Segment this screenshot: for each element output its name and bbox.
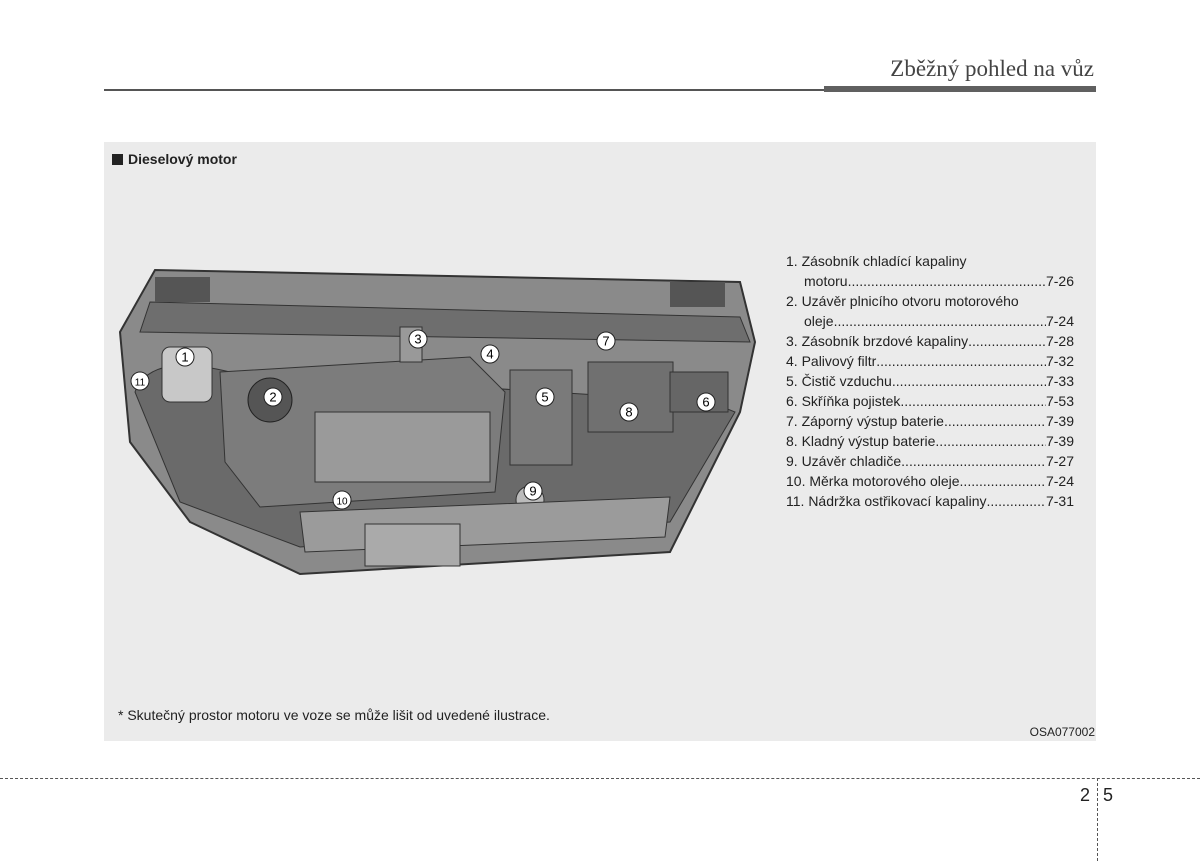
callout-marker xyxy=(332,490,352,510)
callout-number: 9 xyxy=(529,484,536,499)
leader-dots xyxy=(935,431,1046,451)
legend-item: 3. Zásobník brzdové kapaliny 7-28 xyxy=(786,331,1074,351)
page-ref: 7-31 xyxy=(1045,493,1074,509)
legend-item: oleje 7-24 xyxy=(786,311,1074,331)
legend-item: 2. Uzávěr plnicího otvoru motorového xyxy=(786,291,1074,311)
page-ref: 7-24 xyxy=(1045,473,1074,489)
page-ref: 7-39 xyxy=(1045,413,1074,429)
legend-label: 6. Skříňka pojistek xyxy=(786,393,901,409)
leader-dots xyxy=(968,331,1046,351)
header-rule-thick xyxy=(824,86,1096,92)
footer-dashed-divider xyxy=(1097,778,1098,861)
leader-dots xyxy=(876,351,1046,371)
page-ref: 7-28 xyxy=(1045,333,1074,349)
callout-marker xyxy=(523,481,543,501)
legend-item: 4. Palivový filtr 7-32 xyxy=(786,351,1074,371)
callout-number: 6 xyxy=(702,395,709,410)
callout-marker xyxy=(480,344,500,364)
legend-label: 2. Uzávěr plnicího otvoru motorového xyxy=(786,293,1019,309)
callout-marker xyxy=(408,329,428,349)
header-rule xyxy=(104,89,824,91)
callout-marker xyxy=(263,387,283,407)
section-title: Dieselový motor xyxy=(112,151,237,167)
page-ref: 7-33 xyxy=(1045,373,1074,389)
callout-marker xyxy=(130,371,150,391)
legend-label: oleje xyxy=(804,313,834,329)
leader-dots xyxy=(944,411,1046,431)
page-ref: 7-24 xyxy=(1045,313,1074,329)
callout-marker xyxy=(696,392,716,412)
legend-item: 9. Uzávěr chladiče 7-27 xyxy=(786,451,1074,471)
legend-label: 3. Zásobník brzdové kapaliny xyxy=(786,333,969,349)
callout-number: 8 xyxy=(625,405,632,420)
footer-dashed-rule xyxy=(0,778,1200,779)
leader-dots xyxy=(960,471,1046,491)
callout-number: 7 xyxy=(602,334,609,349)
page-ref: 7-27 xyxy=(1045,453,1074,469)
page-ref: 7-26 xyxy=(1045,273,1074,289)
illustration-note: * Skutečný prostor motoru ve voze se můž… xyxy=(118,707,550,723)
leader-dots xyxy=(987,491,1046,511)
callout-number: 5 xyxy=(541,390,548,405)
legend-label: 7. Záporný výstup baterie xyxy=(786,413,944,429)
callout-number: 1 xyxy=(181,350,188,365)
legend-item: motoru 7-26 xyxy=(786,271,1074,291)
legend-label: 4. Palivový filtr xyxy=(786,353,877,369)
callout-marker xyxy=(619,402,639,422)
legend-item: 1. Zásobník chladící kapaliny xyxy=(786,251,1074,271)
legend-label: motoru xyxy=(804,273,848,289)
page-ref: 7-39 xyxy=(1045,433,1074,449)
leader-dots xyxy=(901,451,1046,471)
callout-number: 3 xyxy=(414,332,421,347)
leader-dots xyxy=(848,271,1046,291)
callout-marker xyxy=(535,387,555,407)
legend-item: 8. Kladný výstup baterie 7-39 xyxy=(786,431,1074,451)
callout-number: 2 xyxy=(269,390,276,405)
page-number: 5 xyxy=(1103,785,1114,805)
page-ref: 7-32 xyxy=(1045,353,1074,369)
legend-label: 5. Čistič vzduchu xyxy=(786,373,892,389)
page-header-title: Zběžný pohled na vůz xyxy=(890,56,1094,81)
legend-item: 7. Záporný výstup baterie 7-39 xyxy=(786,411,1074,431)
legend-item: 10. Měrka motorového oleje 7-24 xyxy=(786,471,1074,491)
chapter-number: 2 xyxy=(1080,785,1091,805)
legend-label: 10. Měrka motorového oleje xyxy=(786,473,960,489)
callout-marker xyxy=(175,347,195,367)
callout-number: 4 xyxy=(486,347,493,362)
legend-label: 9. Uzávěr chladiče xyxy=(786,453,902,469)
callout-marker xyxy=(596,331,616,351)
leader-dots xyxy=(892,371,1046,391)
image-code: OSA077002 xyxy=(1029,725,1095,739)
callout-number: 10 xyxy=(336,497,348,508)
legend-item: 6. Skříňka pojistek 7-53 xyxy=(786,391,1074,411)
legend-item: 5. Čistič vzduchu 7-33 xyxy=(786,371,1074,391)
component-legend: 1. Zásobník chladící kapaliny motoru 7-26 2… xyxy=(786,251,1074,511)
legend-label: 11. Nádržka ostřikovací kapaliny xyxy=(786,493,987,509)
legend-item: 11. Nádržka ostřikovací kapaliny 7-31 xyxy=(786,491,1074,511)
engine-bay-illustration: 1 2 3 4 5 6 7 8 9 10 11 xyxy=(118,268,757,576)
legend-label: 8. Kladný výstup baterie xyxy=(786,433,936,449)
callout-number: 11 xyxy=(135,378,146,389)
leader-dots xyxy=(900,391,1046,411)
legend-label: 1. Zásobník chladící kapaliny xyxy=(786,253,967,269)
leader-dots xyxy=(834,311,1046,331)
page-ref: 7-53 xyxy=(1045,393,1074,409)
